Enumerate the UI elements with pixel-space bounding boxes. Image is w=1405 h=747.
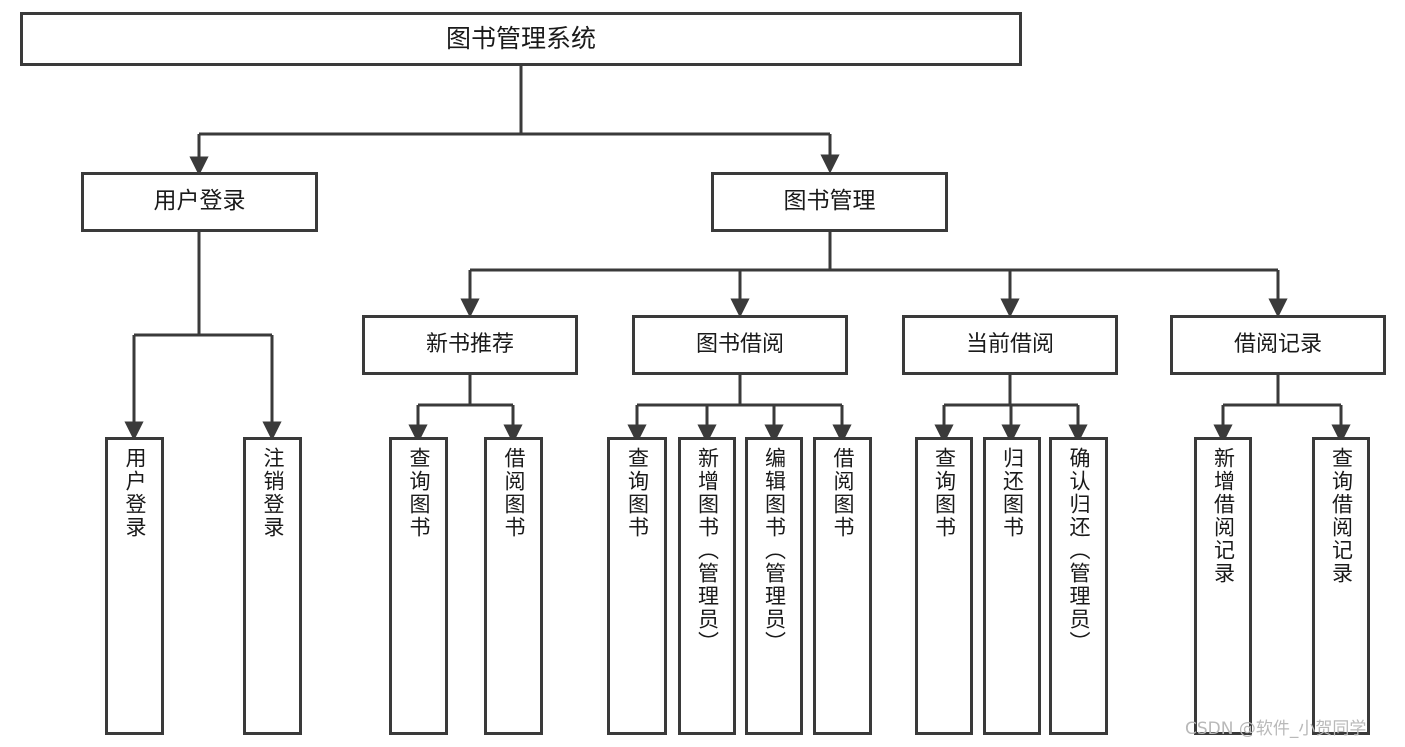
node-label: 查询借阅记录 <box>1329 447 1354 585</box>
leaf-new-book-query[interactable]: 查询图书 <box>389 437 448 735</box>
leaf-user-login-login[interactable]: 用户登录 <box>105 437 164 735</box>
node-root-system[interactable]: 图书管理系统 <box>20 12 1022 66</box>
node-label: 注销登录 <box>261 447 285 539</box>
node-label: 新增借阅记录 <box>1211 447 1236 585</box>
node-new-book-recommend[interactable]: 新书推荐 <box>362 315 578 375</box>
leaf-current-query-book[interactable]: 查询图书 <box>915 437 973 735</box>
node-label: 确认归还（管理员） <box>1067 447 1091 654</box>
leaf-current-confirm-return-admin[interactable]: 确认归还（管理员） <box>1049 437 1108 735</box>
node-label: 借阅图书 <box>831 447 855 539</box>
csdn-watermark: CSDN @软件_小贺同学 <box>1185 719 1367 739</box>
node-user-login[interactable]: 用户登录 <box>81 172 318 232</box>
node-label: 归还图书 <box>1000 447 1025 539</box>
leaf-record-add-record[interactable]: 新增借阅记录 <box>1194 437 1252 735</box>
node-label: 新增图书（管理员） <box>695 447 720 654</box>
node-label: 新书推荐 <box>425 332 514 358</box>
node-label: 查询图书 <box>932 447 957 539</box>
node-label: 当前借阅 <box>965 332 1054 358</box>
node-label: 借阅记录 <box>1233 332 1322 358</box>
leaf-borrow-add-book-admin[interactable]: 新增图书（管理员） <box>678 437 736 735</box>
node-label: 编辑图书（管理员） <box>762 447 787 654</box>
node-current-borrow[interactable]: 当前借阅 <box>902 315 1118 375</box>
leaf-borrow-borrow-book[interactable]: 借阅图书 <box>813 437 872 735</box>
leaf-new-book-borrow[interactable]: 借阅图书 <box>484 437 543 735</box>
node-label: 查询图书 <box>625 447 650 539</box>
node-label: 图书管理系统 <box>445 24 596 54</box>
node-label: 图书借阅 <box>695 332 784 358</box>
node-book-borrow[interactable]: 图书借阅 <box>632 315 848 375</box>
leaf-record-query-record[interactable]: 查询借阅记录 <box>1312 437 1370 735</box>
node-label: 查询图书 <box>407 447 431 539</box>
node-book-management[interactable]: 图书管理 <box>711 172 948 232</box>
leaf-borrow-query-book[interactable]: 查询图书 <box>607 437 667 735</box>
leaf-borrow-edit-book-admin[interactable]: 编辑图书（管理员） <box>745 437 803 735</box>
node-label: 用户登录 <box>123 447 147 539</box>
leaf-user-login-logout[interactable]: 注销登录 <box>243 437 302 735</box>
node-borrow-record[interactable]: 借阅记录 <box>1170 315 1386 375</box>
node-label: 借阅图书 <box>502 447 526 539</box>
node-label: 用户登录 <box>153 188 246 215</box>
node-label: 图书管理 <box>783 188 876 215</box>
leaf-current-return-book[interactable]: 归还图书 <box>983 437 1041 735</box>
